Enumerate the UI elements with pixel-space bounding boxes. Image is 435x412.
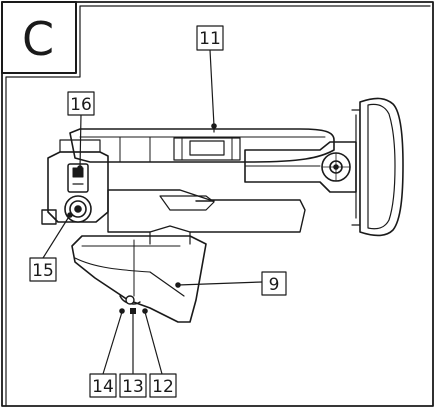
callout-15: 15	[32, 261, 54, 281]
callout-11: 11	[199, 29, 221, 49]
callout-12: 12	[152, 377, 174, 397]
callouts: 11 16 15 9 14 13 12	[29, 25, 287, 398]
panel-label-box: C	[1, 1, 77, 74]
main-body	[107, 189, 306, 245]
top-arm	[69, 125, 335, 163]
hinge-bracket	[244, 109, 361, 226]
base-hook	[71, 235, 207, 323]
callout-14: 14	[92, 377, 114, 397]
panel-letter: C	[22, 12, 54, 66]
callout-13: 13	[122, 377, 144, 397]
mounting-plate	[359, 97, 404, 237]
callout-16: 16	[70, 95, 92, 115]
leader-lines	[42, 49, 263, 375]
control-housing	[41, 139, 109, 225]
callout-9: 9	[269, 275, 280, 295]
